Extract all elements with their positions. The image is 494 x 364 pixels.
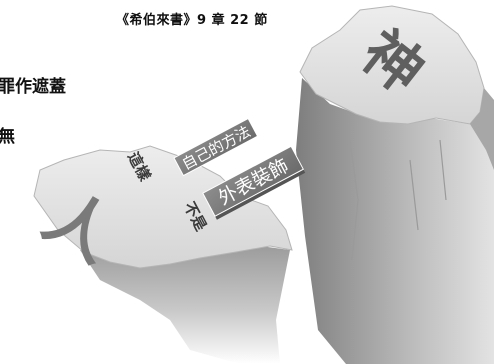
right-cliff-crack <box>349 139 447 261</box>
right-cliff-face <box>296 78 494 364</box>
right-cliff-side <box>470 88 494 170</box>
left-cliff-top <box>33 145 293 269</box>
right-cliff: 神 <box>296 5 494 364</box>
label-own-method-text: 自己的方法 <box>179 122 254 173</box>
left-cliff-face <box>80 246 290 364</box>
scripture-reference: 《希伯來書》9 章 22 節 <box>116 13 268 28</box>
left-text-line-2: 無 <box>0 127 15 147</box>
left-text-line-1: 罪作遮蓋 <box>0 77 66 97</box>
left-cliff: 人 <box>31 145 293 364</box>
label-outward-dress-box <box>202 145 304 217</box>
label-own-method-box <box>173 117 259 177</box>
label-own-method: 自己的方法 <box>173 117 259 177</box>
